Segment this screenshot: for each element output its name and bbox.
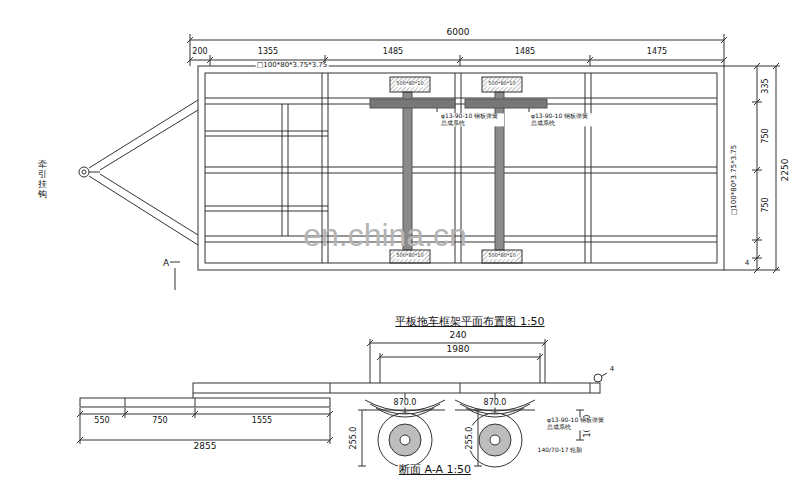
- hitch-label: 牵引挂钩: [38, 160, 47, 200]
- dimension-text: 1980: [446, 345, 471, 355]
- pad-label: 500*80*10: [395, 253, 424, 259]
- drawing-title: 平板拖车框架平面布置图 1:50: [394, 316, 545, 328]
- dimension-text: 4: [744, 260, 750, 268]
- dimension-text: 2250: [781, 158, 791, 183]
- callout-note: 140/70-17 轮胎: [537, 447, 584, 454]
- dimension-text: 870.0: [483, 399, 508, 408]
- dimension-text: 870.0: [393, 399, 418, 408]
- dimension-text: 1485: [514, 48, 536, 57]
- dimension-text: 335: [762, 77, 771, 94]
- dimension-text: 6000: [446, 28, 471, 38]
- section-spec: □100*80*3.75*3.75: [256, 62, 329, 70]
- dimension-text: 550: [93, 417, 110, 426]
- callout-note: φ13-90-10 钢板弹簧总成系统: [546, 417, 610, 430]
- dimension-text: 240: [448, 331, 467, 341]
- section-spec: □100*80*3.75*3.75: [731, 144, 739, 217]
- callout-note: φ13-90-10 钢板弹簧总成系统: [530, 113, 594, 126]
- dimension-text: 255.0: [350, 426, 359, 451]
- dimension-text: 750: [151, 417, 168, 426]
- dimension-text: 750: [762, 196, 771, 213]
- dimension-text: 750: [762, 127, 771, 144]
- dimension-text: 1555: [251, 417, 273, 426]
- dimension-text: 1485: [382, 48, 404, 57]
- callout-note: φ13-90-10 钢板弹簧总成系统: [440, 113, 504, 126]
- weld-size: 4: [609, 366, 615, 374]
- dimension-text: 255.0: [466, 426, 475, 451]
- pad-label: 500*80*10: [395, 81, 424, 87]
- section-marker: A: [162, 259, 170, 269]
- pad-label: 500*80*10: [487, 81, 516, 87]
- watermark: en.china.cn: [302, 218, 468, 253]
- dimension-text: 1355: [257, 48, 279, 57]
- view-title: 断面 A-A 1:50: [398, 464, 472, 476]
- dimension-text: 200: [191, 48, 208, 57]
- dimension-text: 2855: [193, 442, 218, 452]
- pad-label: 500*80*10: [487, 253, 516, 259]
- dimension-text: 1475: [646, 48, 668, 57]
